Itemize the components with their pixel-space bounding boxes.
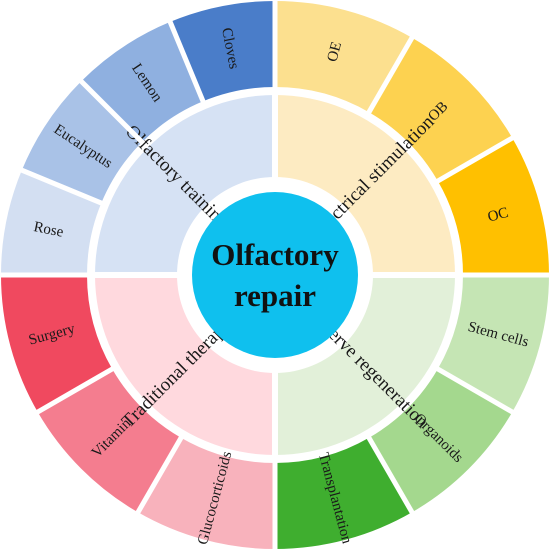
outer-segment-cloves [170, 1, 275, 102]
outer-segment-glucocorticoids [138, 437, 275, 549]
outer-separator [78, 78, 146, 146]
outer-label-oc: OC [486, 205, 510, 226]
outer-separator [434, 365, 516, 416]
outer-segment-lemon [81, 21, 204, 143]
center-title-line-2: repair [234, 278, 316, 313]
outer-separator [434, 134, 516, 185]
outer-segment-stem-cells [437, 275, 549, 412]
outer-segment-surgery [1, 275, 113, 412]
outer-segment-vitamin [37, 369, 182, 513]
outer-segment-eucalyptus [21, 81, 143, 204]
outer-separator [34, 365, 116, 416]
outer-segment-oc [437, 138, 549, 275]
outer-separator [365, 34, 416, 116]
center-circle [192, 192, 358, 358]
outer-segment-ob [369, 37, 513, 182]
outer-separator [167, 19, 207, 105]
middle-segment-traditional-therapy [95, 275, 275, 455]
outer-segment-organoids [369, 369, 513, 513]
middle-segment-nerve-regeneration [275, 275, 455, 455]
outer-separator [134, 434, 185, 516]
outer-segment-rose [1, 170, 102, 275]
outer-segment-oe [275, 1, 412, 113]
outer-separator [365, 434, 416, 516]
center-circle-group: Olfactory repair [192, 192, 358, 358]
outer-label-oe: OE [324, 40, 345, 63]
outer-separator [19, 167, 105, 207]
middle-segment-olfactory-training [95, 95, 275, 275]
middle-segment-electrical-stimulation [275, 95, 455, 275]
outer-label-rose: Rose [32, 219, 65, 241]
center-title-line-1: Olfactory [211, 237, 339, 272]
outer-segment-transplantation [275, 437, 412, 549]
